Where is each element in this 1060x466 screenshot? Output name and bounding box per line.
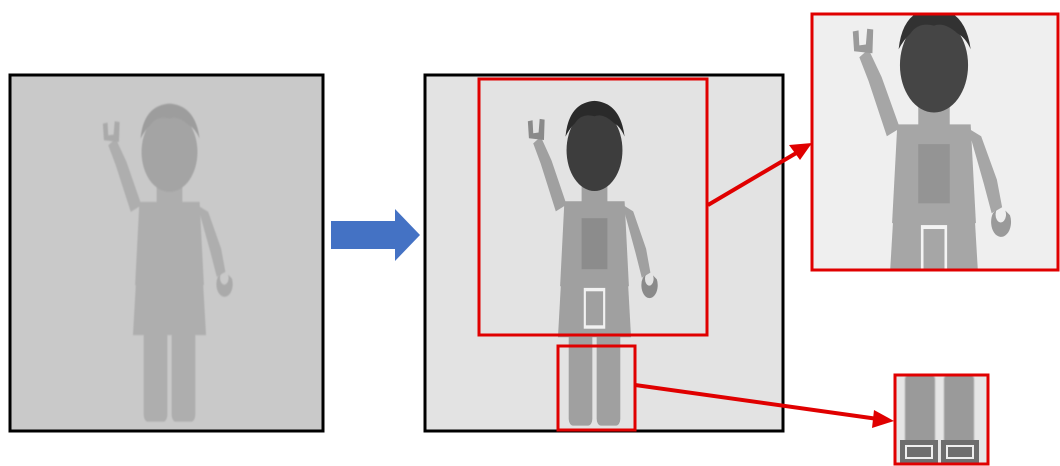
zoom-link-arrow-icon [706,143,812,207]
zoom-box-legs [556,344,637,432]
zoomed-upper-body-panel [810,12,1060,272]
enhanced-xray-panel [423,73,785,433]
right-arrow-icon [331,209,420,261]
zoom-box-upper [477,77,709,337]
raw-xray-panel [8,73,325,433]
zoom-link-arrow-icon [634,383,894,428]
zoomed-legs-panel [893,373,990,466]
